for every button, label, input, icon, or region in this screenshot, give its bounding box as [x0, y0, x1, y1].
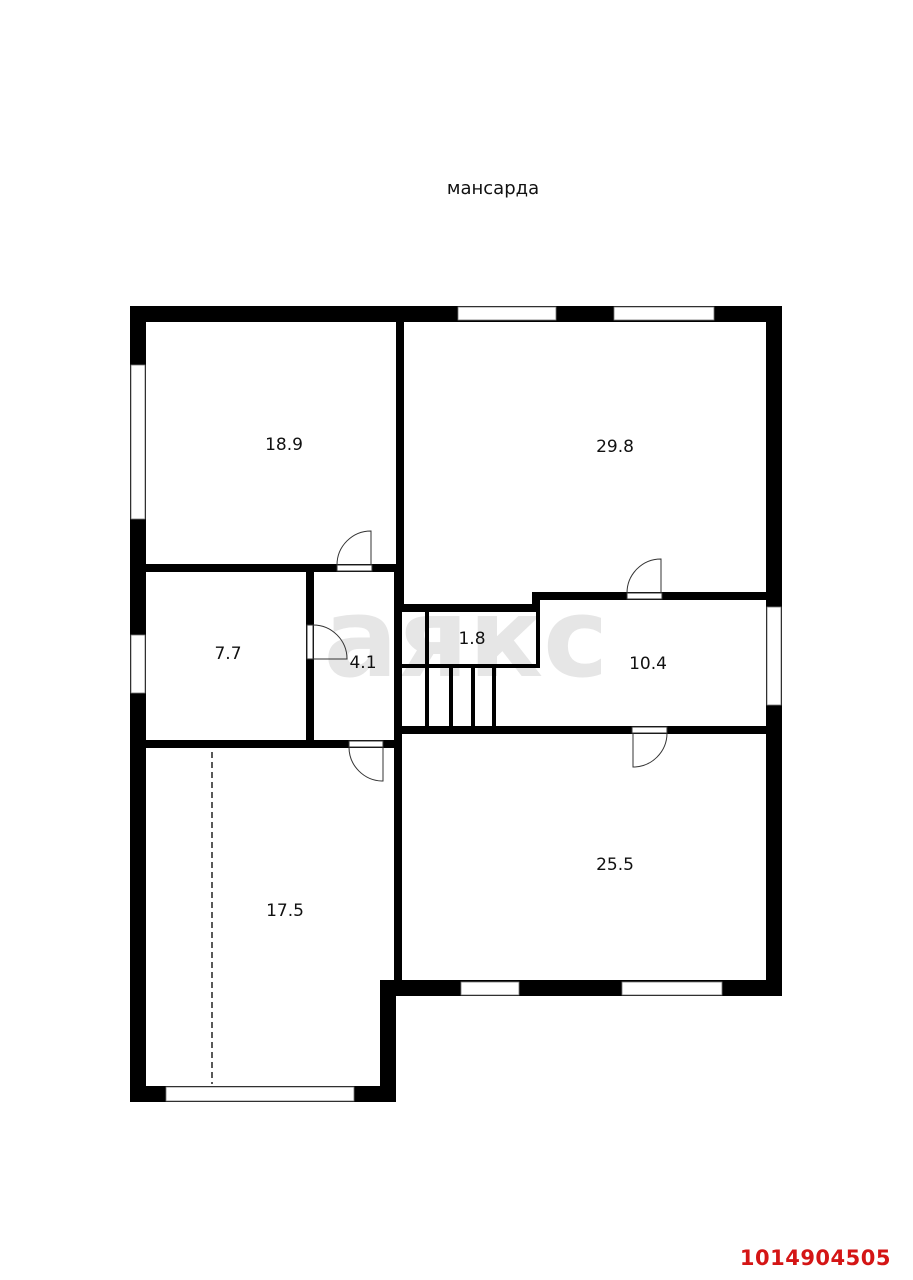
room-area-label: 10.4 [629, 654, 667, 674]
doors [306, 530, 668, 782]
room-area-label: 18.9 [265, 435, 303, 455]
floor-title: мансарда [446, 178, 540, 199]
room-area-label: 7.7 [214, 644, 241, 664]
room-area-label: 29.8 [596, 437, 634, 457]
room-area-label: 1.8 [458, 629, 485, 649]
room-area-label: 4.1 [349, 653, 376, 673]
room-area-label: 17.5 [266, 901, 304, 921]
room-area-label: 25.5 [596, 855, 634, 875]
windows [130, 306, 782, 1102]
listing-id: 1014904505 [739, 1246, 891, 1270]
room-labels: 18.9 29.8 7.7 4.1 1.8 10.4 25.5 17.5 [214, 435, 666, 921]
